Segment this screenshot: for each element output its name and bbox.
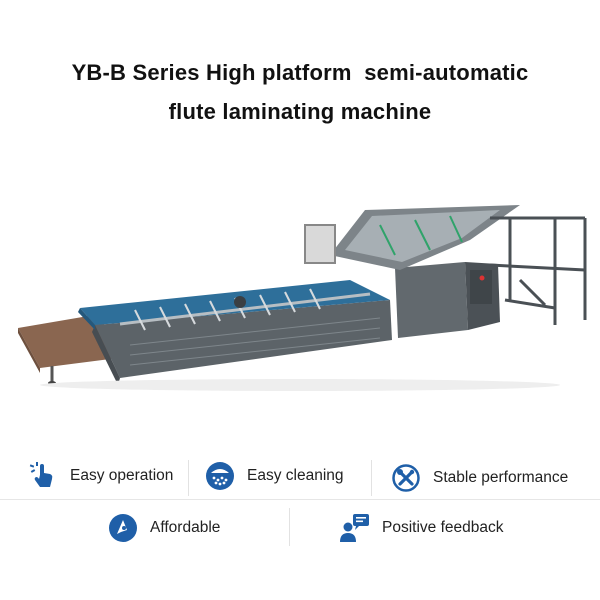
water-drops-icon bbox=[206, 462, 234, 490]
feature-easy-cleaning: Easy cleaning bbox=[205, 461, 344, 491]
wrench-screwdriver-icon bbox=[392, 464, 420, 492]
feature-positive-feedback: Positive feedback bbox=[340, 513, 504, 543]
feature-label: Easy cleaning bbox=[247, 467, 344, 484]
feature-label: Positive feedback bbox=[382, 519, 504, 536]
wallet-icon bbox=[109, 514, 137, 542]
feature-label: Easy operation bbox=[70, 467, 174, 484]
control-cabinet bbox=[395, 262, 500, 338]
column-divider bbox=[188, 460, 189, 496]
column-divider bbox=[289, 508, 290, 546]
feature-stable-performance: Stable performance bbox=[391, 463, 568, 493]
product-title-line-1: YB-B Series High platform semi-automatic bbox=[71, 60, 529, 85]
operator-stand bbox=[489, 216, 587, 325]
feature-affordable: Affordable bbox=[108, 513, 220, 543]
hand-press-icon bbox=[29, 462, 53, 487]
feature-label: Stable performance bbox=[433, 469, 569, 486]
feature-easy-operation: Easy operation bbox=[28, 461, 173, 491]
machine-body bbox=[78, 280, 392, 385]
feature-label: Affordable bbox=[150, 519, 221, 536]
product-title-line-2: flute laminating machine bbox=[168, 99, 432, 124]
feeder-platform bbox=[304, 205, 520, 270]
feedback-person-icon bbox=[340, 514, 369, 542]
column-divider bbox=[371, 460, 372, 496]
product-image bbox=[18, 205, 587, 391]
feature-divider bbox=[0, 499, 600, 500]
